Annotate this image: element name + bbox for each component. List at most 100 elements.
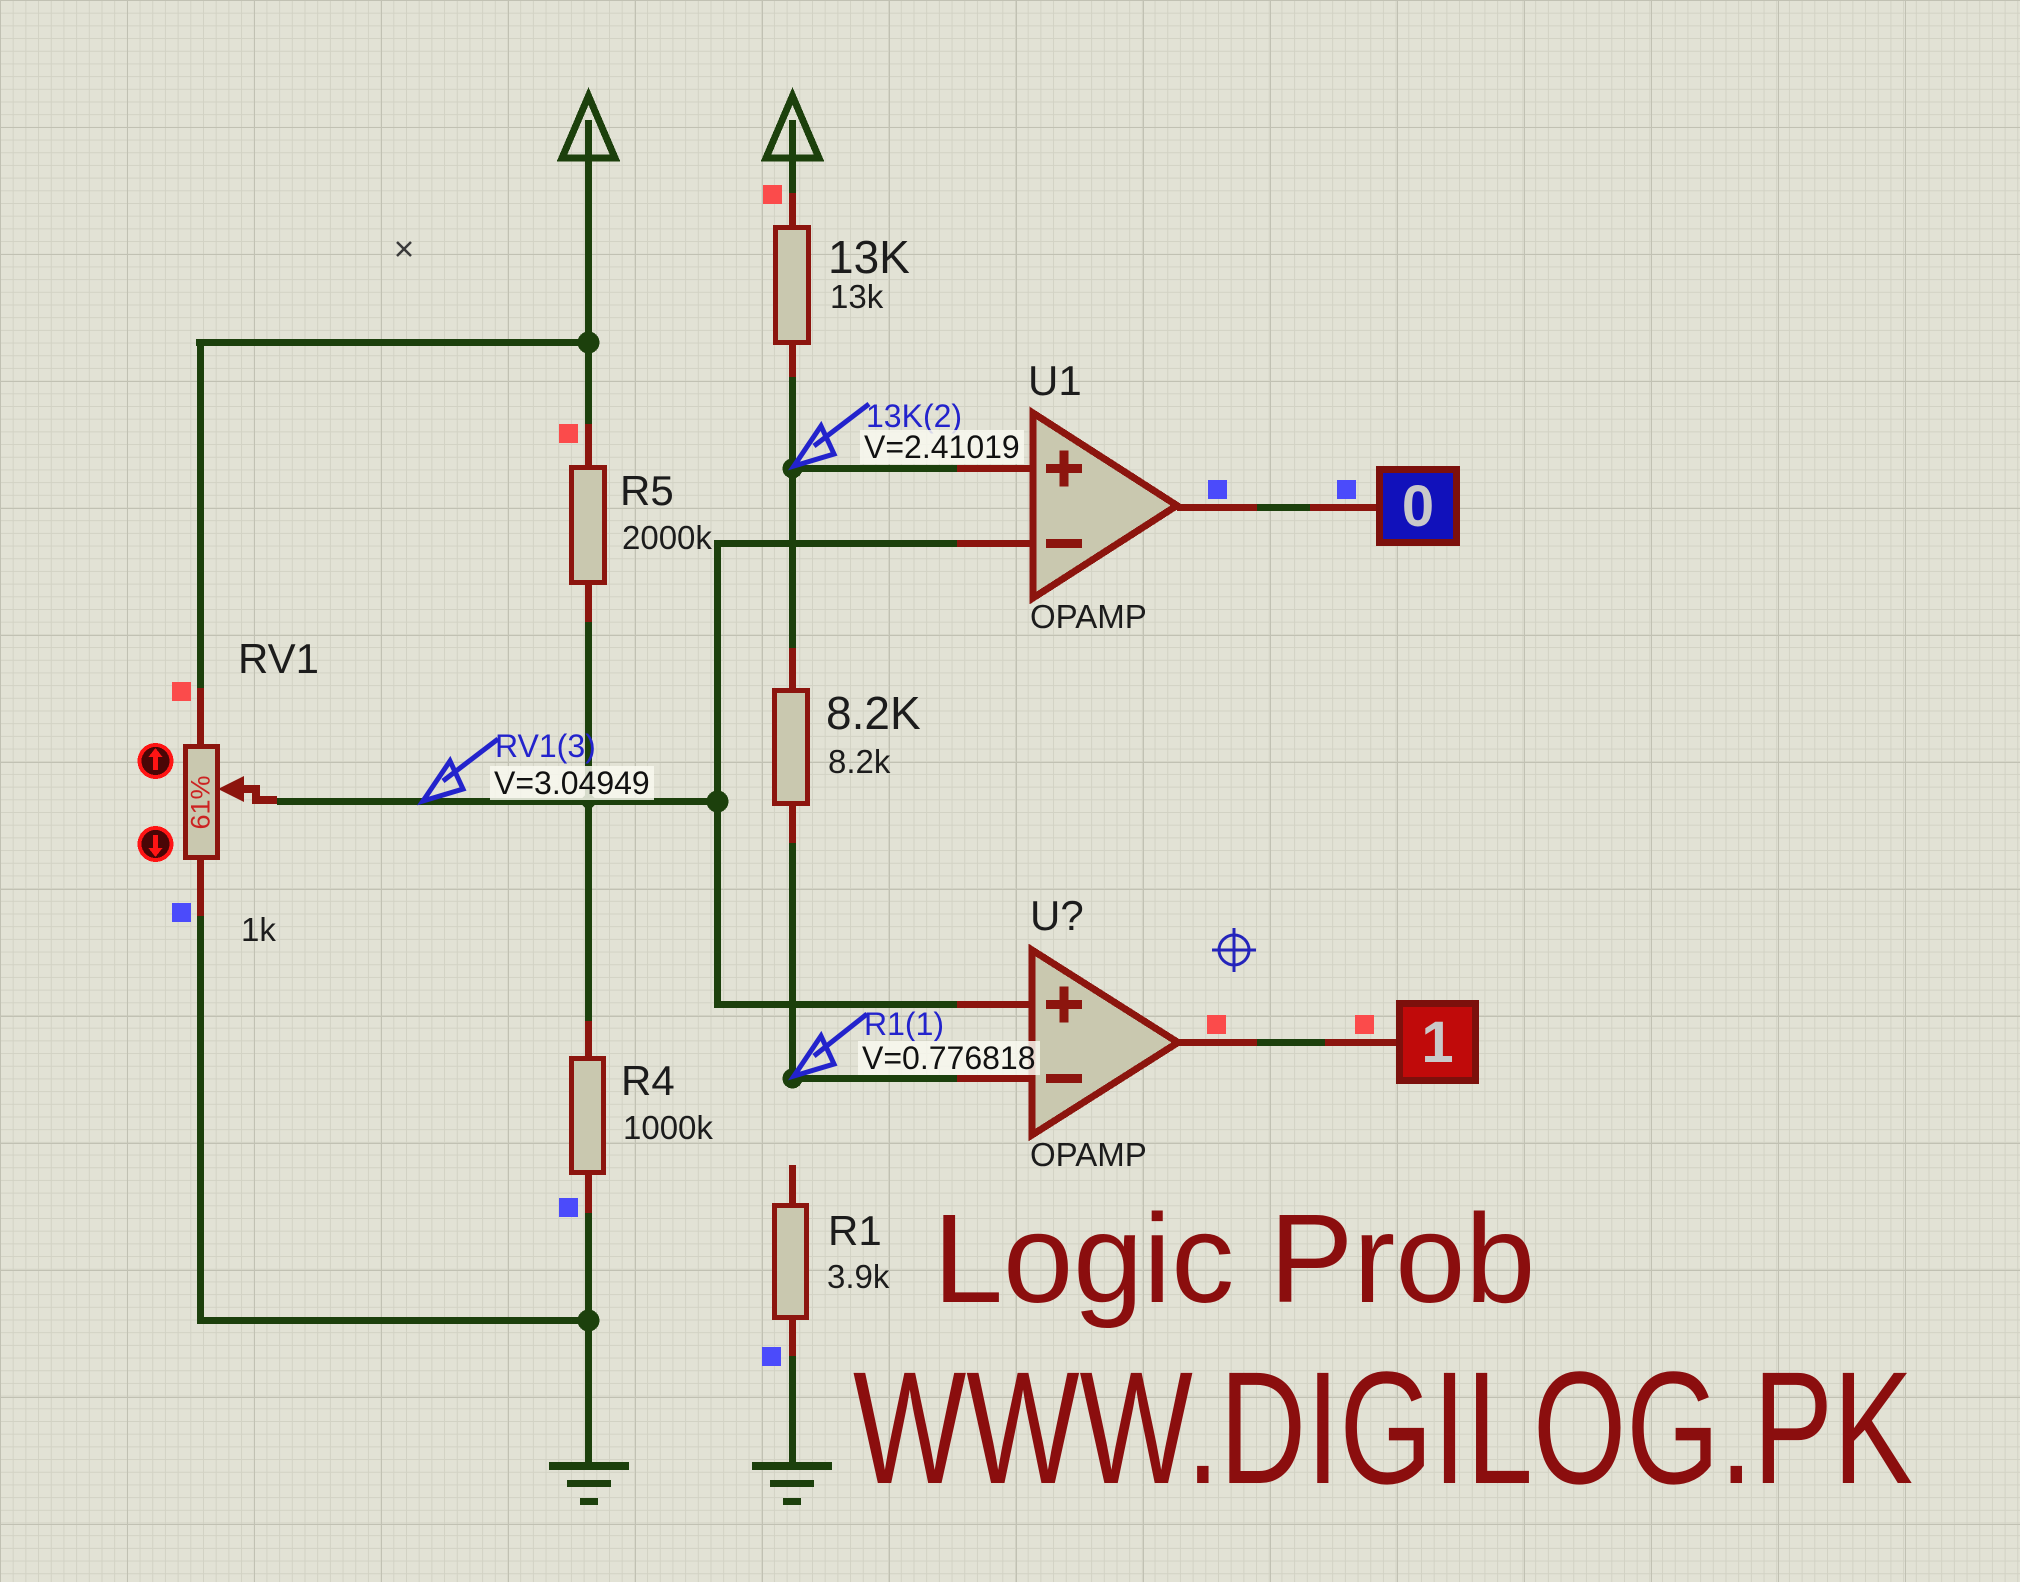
plus-input-symbol	[1046, 986, 1082, 1023]
probe-net-label: 13K(2)	[866, 398, 963, 434]
wire-segment[interactable]	[1255, 504, 1312, 511]
component-value: 3.9k	[827, 1258, 890, 1295]
logic-probe-lower[interactable]: 1	[1396, 1000, 1479, 1084]
pin-segment	[789, 341, 796, 377]
component-ref: 13K	[828, 231, 910, 283]
wire-segment[interactable]	[789, 840, 796, 1080]
potentiometer-rv1-body[interactable]	[183, 744, 220, 860]
voltage-probe-arrow-icon[interactable]	[788, 402, 871, 471]
component-ref: R5	[620, 467, 674, 514]
power-terminal-icon[interactable]	[556, 87, 621, 162]
resistor-r5-body[interactable]	[569, 465, 607, 585]
pin-marker-blue	[762, 1347, 781, 1366]
pin-segment	[789, 648, 796, 692]
component-ref: U1	[1028, 357, 1082, 404]
wire-segment[interactable]	[789, 156, 796, 198]
logic-state: 1	[1421, 1009, 1454, 1075]
component-ref: R4	[621, 1057, 675, 1104]
resistor-13k-body[interactable]	[773, 225, 811, 345]
pin-segment	[789, 193, 796, 229]
rv1-decrease-button[interactable]	[137, 826, 174, 862]
pin-segment	[957, 465, 1035, 472]
component-value: 2000k	[622, 519, 712, 556]
pin-segment	[789, 1316, 796, 1356]
pin-segment	[585, 1171, 592, 1213]
wire-segment[interactable]	[196, 339, 592, 346]
wire-segment[interactable]	[714, 540, 957, 547]
pin-segment	[197, 856, 204, 916]
potentiometer-wiper-arrow	[218, 776, 277, 804]
pin-marker-blue	[559, 1198, 578, 1217]
probe-voltage-reading: V=0.776818	[858, 1041, 1040, 1075]
resistor-r4-body[interactable]	[569, 1056, 606, 1175]
voltage-probe-arrow-icon[interactable]	[417, 737, 500, 806]
component-ref: R1	[828, 1207, 882, 1254]
junction-dot	[706, 790, 729, 813]
wire-segment[interactable]	[714, 1001, 958, 1008]
opamp-u2-body[interactable]	[1028, 943, 1185, 1142]
pin-segment	[1325, 1039, 1400, 1046]
pin-segment	[957, 1001, 1035, 1008]
voltage-probe-arrow-icon[interactable]	[788, 1012, 869, 1081]
pin-segment	[585, 580, 592, 622]
component-value: 1k	[241, 911, 276, 948]
resistor-8k2-body[interactable]	[772, 688, 810, 806]
pin-segment	[197, 688, 204, 748]
wire-segment[interactable]	[789, 1354, 796, 1466]
wire-segment[interactable]	[585, 1211, 592, 1467]
pin-segment	[789, 801, 796, 843]
component-part: OPAMP	[1030, 598, 1147, 635]
component-value: 1000k	[623, 1109, 713, 1146]
pin-segment	[1177, 504, 1257, 511]
wires-layer[interactable]	[196, 120, 1327, 1467]
plus-input-symbol	[1046, 450, 1082, 487]
pins-layer	[197, 193, 1400, 1356]
junction-dots	[577, 331, 803, 1332]
rv1-increase-button[interactable]	[137, 743, 174, 779]
cross-marker-icon	[396, 241, 412, 257]
pin-segment	[1178, 1039, 1257, 1046]
wire-segment[interactable]	[714, 540, 721, 1005]
wire-segment[interactable]	[277, 798, 724, 805]
junction-dot	[577, 331, 600, 354]
minus-input-symbol	[1046, 539, 1082, 548]
pin-segment	[957, 540, 1035, 547]
pin-marker-red	[1355, 1015, 1374, 1034]
wire-segment[interactable]	[789, 373, 796, 472]
wire-segment[interactable]	[585, 156, 592, 426]
power-terminal-icon[interactable]	[760, 87, 825, 162]
wire-segment[interactable]	[585, 618, 592, 1026]
ground-icon[interactable]	[752, 1462, 832, 1505]
component-part: OPAMP	[1030, 1136, 1147, 1173]
wire-segment[interactable]	[789, 468, 796, 653]
component-value: 8.2k	[828, 743, 891, 780]
wire-segment[interactable]	[1255, 1039, 1327, 1046]
pin-marker-red	[1207, 1015, 1226, 1034]
probe-voltage-reading: V=3.04949	[490, 766, 654, 800]
pin-marker-blue	[1208, 480, 1227, 499]
pin-marker-red	[172, 682, 191, 701]
origin-marker-icon	[1212, 928, 1256, 972]
wire-segment[interactable]	[789, 1075, 957, 1082]
junction-dot	[577, 1309, 600, 1332]
wire-segment[interactable]	[197, 339, 204, 693]
probe-net-label: RV1(3)	[495, 728, 596, 764]
logic-state: 0	[1401, 473, 1435, 539]
wire-segment[interactable]	[789, 120, 796, 160]
ground-icon[interactable]	[549, 1462, 629, 1505]
component-ref: RV1	[238, 635, 319, 682]
minus-input-symbol	[1046, 1074, 1082, 1083]
wire-segment[interactable]	[789, 465, 959, 472]
wire-segment[interactable]	[197, 1317, 592, 1324]
opamp-u1-body[interactable]	[1029, 406, 1184, 605]
wire-segment[interactable]	[585, 120, 592, 160]
pin-segment	[585, 1021, 592, 1060]
resistor-r1-body[interactable]	[772, 1203, 809, 1320]
pin-marker-red	[559, 424, 578, 443]
pin-segment	[585, 424, 592, 470]
logic-probe-upper[interactable]: 0	[1376, 466, 1460, 546]
pin-segment	[957, 1075, 1035, 1082]
wire-segment[interactable]	[197, 912, 204, 1324]
watermark-line2: WWW.DIGILOG.PK	[853, 1338, 1914, 1517]
